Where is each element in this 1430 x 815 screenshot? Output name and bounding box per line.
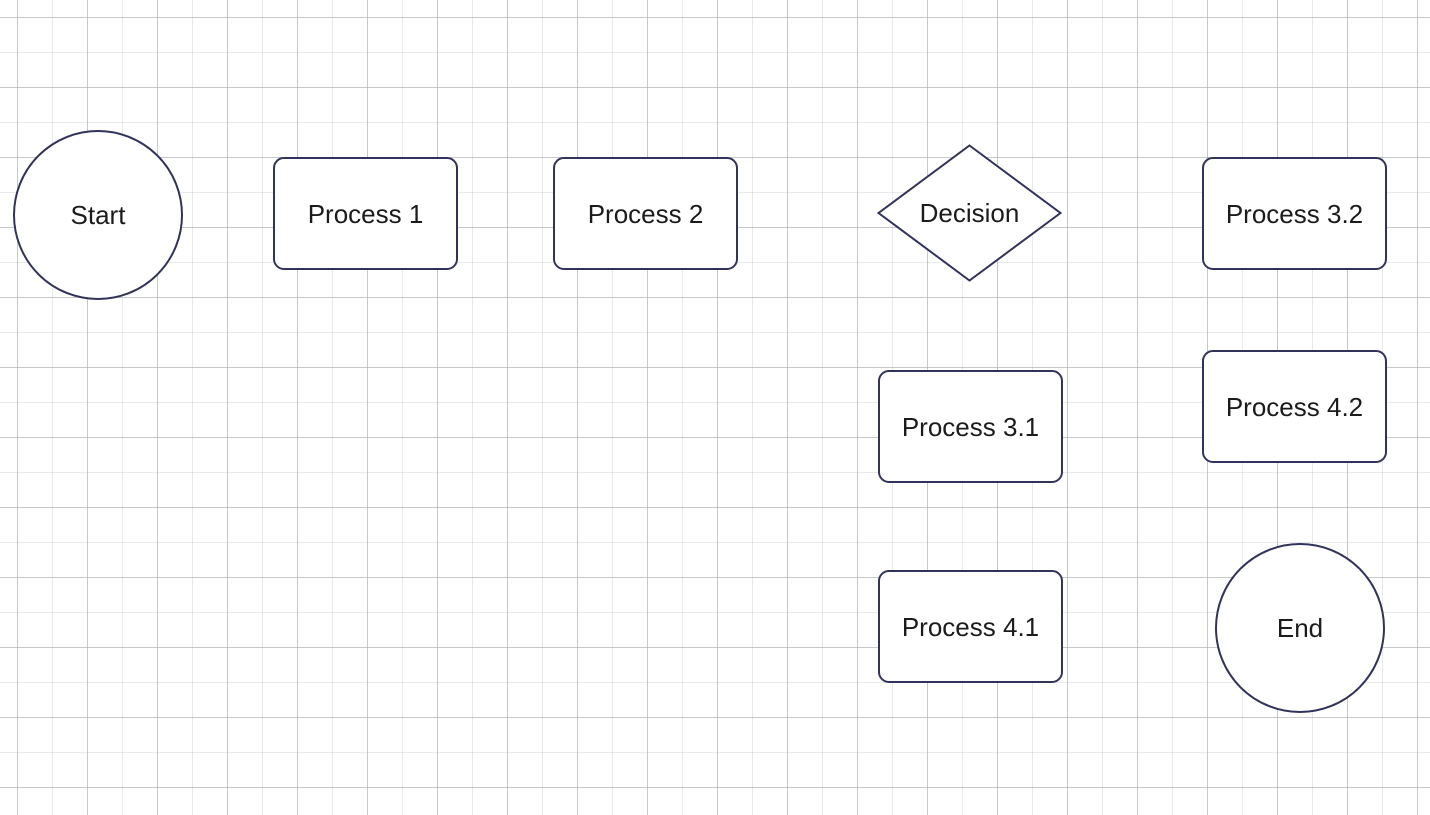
node-process-3-2[interactable]: Process 3.2 <box>1202 157 1387 270</box>
node-start[interactable]: Start <box>13 130 183 300</box>
node-process-4-1[interactable]: Process 4.1 <box>878 570 1063 683</box>
node-label: End <box>1276 613 1324 643</box>
node-label: Start <box>70 200 126 230</box>
node-decision[interactable]: Decision <box>877 144 1062 282</box>
node-label: Process 4.2 <box>1225 391 1364 422</box>
node-process-2[interactable]: Process 2 <box>553 157 738 270</box>
node-label: Process 2 <box>587 198 704 229</box>
diamond-shape-icon <box>877 144 1062 282</box>
node-process-1[interactable]: Process 1 <box>273 157 458 270</box>
node-label: Decision <box>919 198 1020 228</box>
node-process-3-1[interactable]: Process 3.1 <box>878 370 1063 483</box>
node-label: Process 1 <box>307 198 424 229</box>
node-process-4-2[interactable]: Process 4.2 <box>1202 350 1387 463</box>
node-end[interactable]: End <box>1215 543 1385 713</box>
node-label: Process 3.2 <box>1225 198 1364 229</box>
node-label: Process 3.1 <box>901 411 1040 442</box>
node-label: Process 4.1 <box>901 611 1040 642</box>
